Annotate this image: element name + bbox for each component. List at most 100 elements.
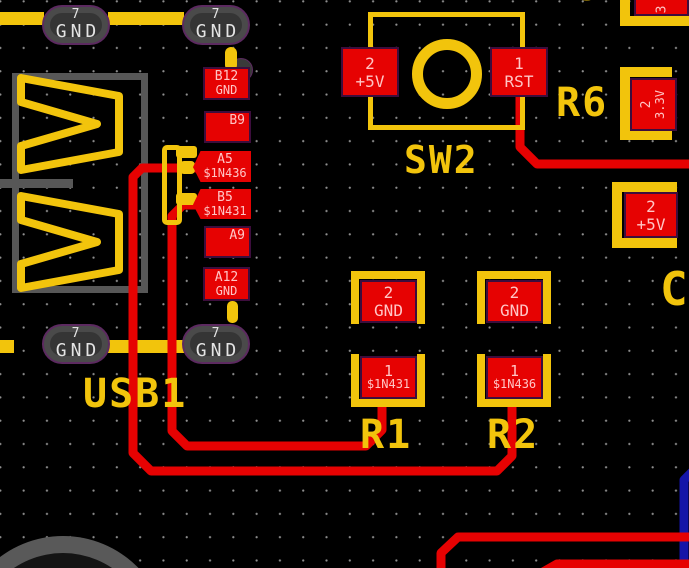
pwr-bracket-bottom <box>612 238 677 248</box>
r2-pad-2[interactable]: 2 GND <box>486 280 543 323</box>
gnd-trace-bottom-mid[interactable] <box>108 340 184 353</box>
r6-pad-2[interactable]: 2 3.3V <box>630 78 677 131</box>
pad-number: 7 <box>71 326 81 341</box>
pad-net: RST <box>504 71 534 91</box>
r1-outline-r1 <box>417 271 425 324</box>
pad-number: 1 <box>514 53 524 73</box>
r2-label[interactable]: R2 <box>487 412 540 458</box>
rotated-text: 2 3.3V <box>639 90 667 119</box>
usb-pad-b12[interactable]: B12 GND <box>203 67 250 100</box>
gnd-pad-bottom-2[interactable]: 7 GND <box>182 324 250 364</box>
r1-outline-top <box>351 271 425 279</box>
pad-number: 2 <box>365 53 375 73</box>
r2-outline-r1 <box>543 271 551 324</box>
pad-net: GND <box>195 340 241 361</box>
pad-net: GND <box>195 21 241 42</box>
r2-outline-l1 <box>477 271 485 324</box>
pad-number: 2 <box>639 100 654 109</box>
gnd-pad-top-2[interactable]: 7 GND <box>182 5 250 45</box>
usb-silk-tab-top <box>176 146 197 158</box>
r1-label[interactable]: R1 <box>360 412 413 458</box>
sw2-label[interactable]: SW2 <box>404 138 479 182</box>
sw2-pad-1[interactable]: 1 RST <box>490 47 548 97</box>
pad-net: GND <box>215 83 238 97</box>
gnd-trace-top-mid[interactable] <box>108 12 184 25</box>
pad-net: GND <box>215 283 238 298</box>
pad-number: 2 <box>509 283 520 302</box>
pad-number: 1 <box>509 362 520 380</box>
r2-outline-l2 <box>477 354 485 407</box>
pwr-pad-5v[interactable]: 2 +5V <box>624 192 678 238</box>
r1-outline-r2 <box>417 354 425 407</box>
pad-number: A9 <box>229 228 245 243</box>
gnd-pad-slot <box>190 13 242 37</box>
pad-net: GND <box>55 21 101 42</box>
pad-net: GND <box>55 340 101 361</box>
r1-pad-2[interactable]: 2 GND <box>360 280 417 323</box>
r5-label-clipped[interactable]: R5 <box>550 0 614 9</box>
r6-bracket-bottom <box>620 130 672 140</box>
usb-connector-tab <box>0 179 73 188</box>
gnd-pad-slot <box>50 13 102 37</box>
trace-bottom-1[interactable] <box>436 532 689 568</box>
gnd-pad-slot <box>190 332 242 356</box>
gnd-pad-top-1[interactable]: 7 GND <box>42 5 110 45</box>
trace-bottom-2[interactable] <box>536 559 689 568</box>
pad-number: B12 <box>214 69 239 84</box>
pad-number: 7 <box>211 7 221 22</box>
r6-label[interactable]: R6 <box>556 80 609 126</box>
pad-number: 1 <box>383 362 394 380</box>
r1-outline-l2 <box>351 354 359 407</box>
usb-pad-a5[interactable]: A5 $1N436 <box>193 151 251 182</box>
r2-outline-top <box>477 271 551 279</box>
sw2-pad-2[interactable]: 2 +5V <box>341 47 399 97</box>
pad-number: 7 <box>71 7 81 22</box>
usb-silk-tab-mid <box>176 193 197 205</box>
r5-pad[interactable]: 3 <box>634 0 689 16</box>
usb-silk-blob <box>180 161 195 174</box>
pwr-bracket-left <box>612 182 622 248</box>
pwr-bracket-top <box>612 182 677 192</box>
pad-net: $1N431 <box>366 377 411 391</box>
usb-chevron-bottom[interactable] <box>17 192 123 292</box>
usb-silk-bracket <box>162 145 182 225</box>
c-label[interactable]: C <box>660 262 689 316</box>
r2-outline-r2 <box>543 354 551 407</box>
usb-pad-b9[interactable]: B9 <box>204 111 251 143</box>
gnd-trace-top-left[interactable] <box>0 12 44 25</box>
usb-pad-a9[interactable]: A9 <box>204 226 251 258</box>
usb1-label[interactable]: USB1 <box>83 371 188 417</box>
pad-number: 2 <box>383 283 394 302</box>
sw2-button-ring[interactable] <box>412 39 482 109</box>
pad-number: A5 <box>217 152 233 167</box>
usb-pad-a12[interactable]: A12 GND <box>203 267 250 301</box>
r5-bracket-left <box>620 0 630 20</box>
pad-net: $1N436 <box>492 377 537 391</box>
gnd-pad-slot <box>50 332 102 356</box>
r1-pad-1[interactable]: 1 $1N431 <box>360 356 417 399</box>
pad-net: $1N436 <box>203 166 247 180</box>
r6-bracket-top <box>620 67 672 77</box>
gnd-stub-top[interactable] <box>225 47 237 71</box>
pad-net: $1N431 <box>203 203 247 218</box>
usb-pad-b5[interactable]: B5 $1N431 <box>193 189 251 219</box>
pad-number: A12 <box>214 269 239 285</box>
pad-net: +5V <box>355 71 385 91</box>
pad-net: GND <box>500 301 529 320</box>
gnd-stub-bottom[interactable] <box>227 301 238 323</box>
pad-net: GND <box>374 301 403 320</box>
pad-net: 3 <box>653 5 669 13</box>
r1-outline-l1 <box>351 271 359 324</box>
pad-number: 7 <box>211 326 221 341</box>
pad-number: B9 <box>229 113 245 128</box>
pad-number: 2 <box>646 196 656 216</box>
gnd-trace-bottom-left[interactable] <box>0 340 14 353</box>
r2-pad-1[interactable]: 1 $1N436 <box>486 356 543 399</box>
pad-number: B5 <box>217 189 233 205</box>
r1-outline-bottom <box>351 399 425 407</box>
gnd-pad-bottom-1[interactable]: 7 GND <box>42 324 110 364</box>
trace-a5-to-r2[interactable] <box>128 163 517 476</box>
r6-bracket-left <box>620 67 630 140</box>
usb-chevron-top[interactable] <box>17 74 123 174</box>
